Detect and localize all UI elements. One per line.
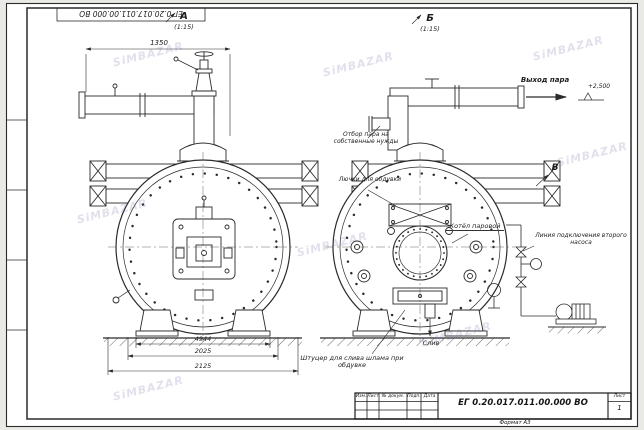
steam-outlet-label: Выход пара [520,76,570,84]
steam-takeoff-label: Отбор пара на собственные нужды [333,131,399,145]
view-b-label: Б [426,13,434,24]
boiler-name-label: Котёл паровой [446,222,504,232]
view-a-drawing [78,51,319,346]
titleblock-doc-number: ЕГ 0.20.017.011.00.000 ВО [458,398,588,408]
sludge-fitting-label: Штуцер для слива шлама при обдувке [300,354,404,370]
view-b-scale: (1:15) [420,25,440,33]
view-a-label: А [180,11,188,22]
titleblock-col-podp: Подп. [407,393,421,399]
frame [5,2,639,428]
drain-label: Слив [422,339,440,347]
view-a-scale: (1:15) [174,23,194,31]
titleblock-sheet-label: Лист [613,393,626,399]
format-label: Формат А3 [499,419,531,426]
titleblock-sheet-value: 1 [617,404,622,412]
dim-2025: 2025 [194,346,212,355]
blowoff-hatches-label: Лючки для обдувки [338,176,402,183]
titleblock-col-data: Дата [423,393,436,399]
titleblock-col-list: Лист [367,393,379,399]
dimensions [85,12,549,375]
dim-2125: 2125 [194,361,212,370]
view-v-label: В [551,163,559,173]
dim-4944: 4944 [194,334,212,343]
second-pump-line-label: Линия подключения второго насоса [535,232,627,246]
titleblock-col-izm: Изм. [355,393,367,399]
elevation-mark-label: +2,500 [587,83,611,90]
title-block [354,392,632,420]
view-b-drawing [320,78,604,346]
dim-1350: 1350 [150,39,168,47]
pump-assembly [487,224,606,334]
titleblock-col-doc: № докум. [381,393,405,399]
